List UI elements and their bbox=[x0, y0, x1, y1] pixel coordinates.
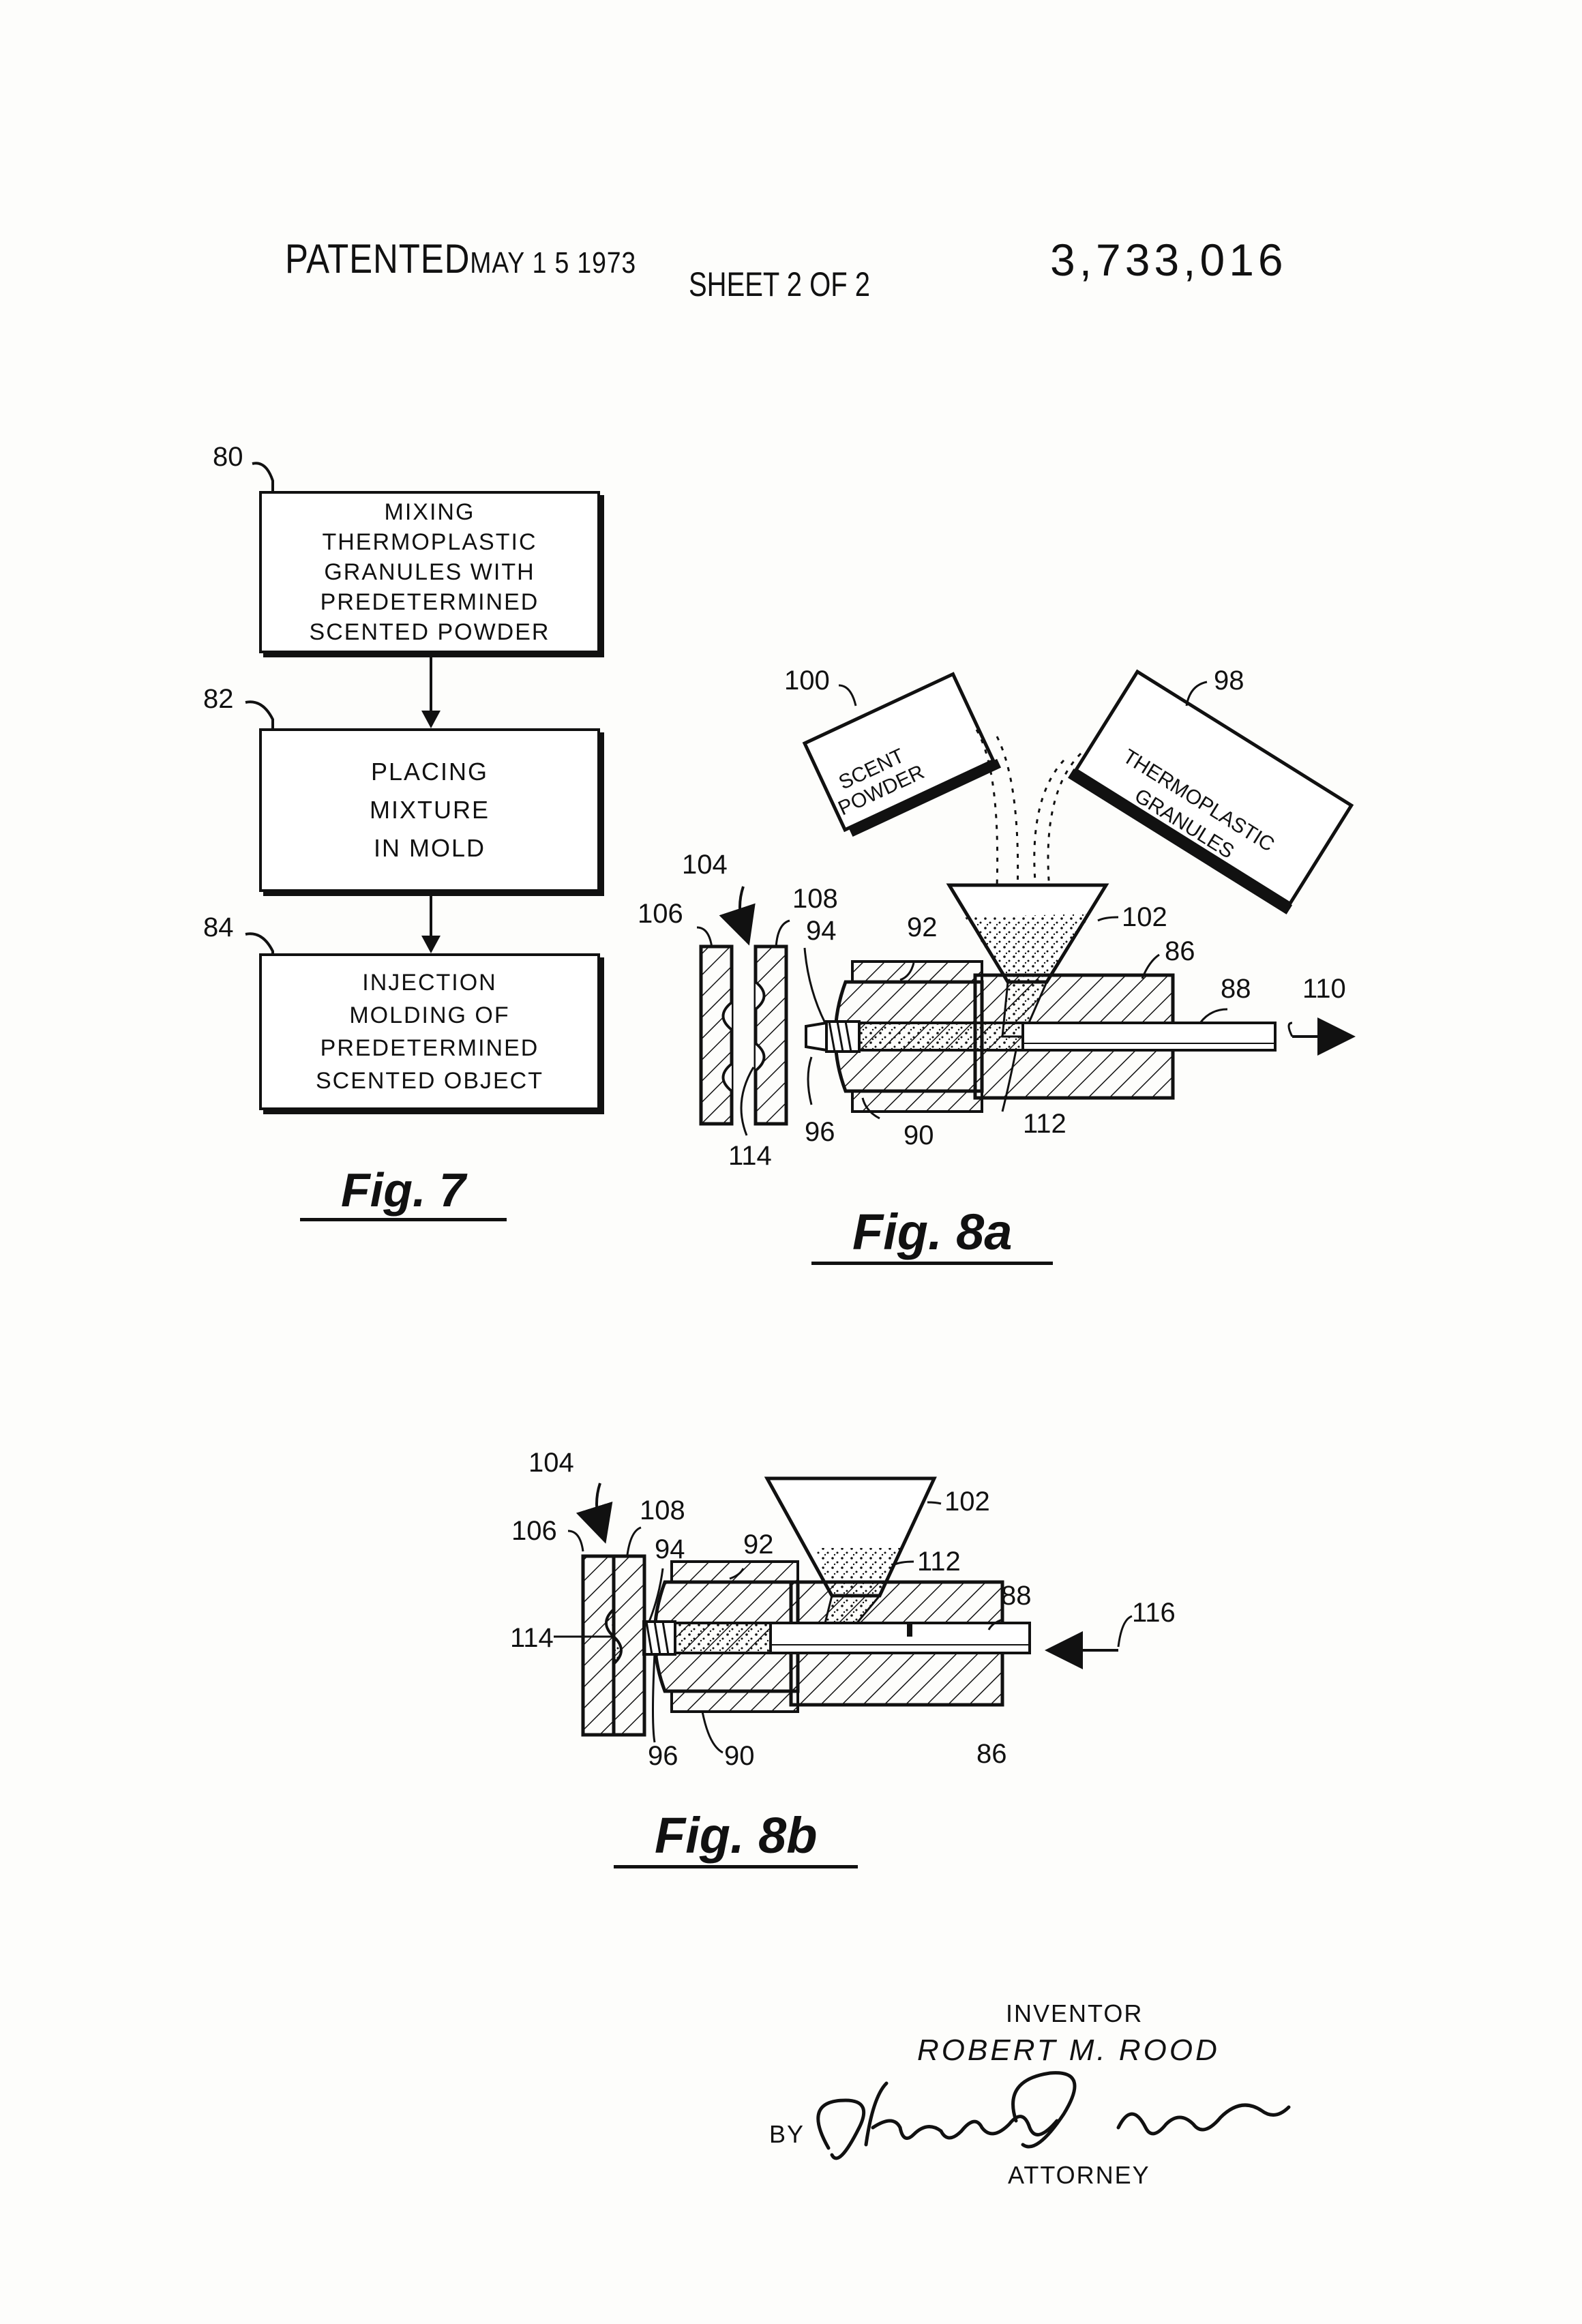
arrowhead-icon bbox=[421, 711, 441, 728]
ref-82: 82 bbox=[203, 685, 234, 713]
ref-108: 108 bbox=[640, 1497, 685, 1524]
ref-94: 94 bbox=[806, 917, 837, 944]
ref-92: 92 bbox=[743, 1531, 774, 1558]
ref-88: 88 bbox=[1221, 975, 1251, 1002]
ref-86: 86 bbox=[1165, 938, 1195, 965]
step-mixing-text: MIXING THERMOPLASTIC GRANULES WITH PREDE… bbox=[310, 497, 550, 647]
attorney-signature bbox=[818, 2073, 1289, 2158]
step-placing-box: PLACING MIXTURE IN MOLD bbox=[259, 728, 600, 892]
ref-80: 80 bbox=[213, 443, 243, 471]
ref-110: 110 bbox=[1302, 975, 1346, 1002]
ref-100: 100 bbox=[784, 667, 830, 694]
ref-92: 92 bbox=[907, 914, 938, 941]
attorney-label: ATTORNEY bbox=[1008, 2163, 1150, 2188]
by-label: BY bbox=[769, 2122, 805, 2147]
ref-98: 98 bbox=[1214, 667, 1244, 694]
ref-114: 114 bbox=[510, 1624, 554, 1652]
leader-80 bbox=[252, 463, 273, 493]
ref-112: 112 bbox=[917, 1548, 961, 1575]
inventor-label: INVENTOR bbox=[1006, 2001, 1143, 2026]
ref-104: 104 bbox=[682, 851, 728, 878]
ref-114: 114 bbox=[728, 1142, 772, 1170]
ref-106: 106 bbox=[511, 1517, 557, 1545]
ref-86: 86 bbox=[976, 1740, 1007, 1768]
ref-108: 108 bbox=[792, 885, 838, 912]
ref-94: 94 bbox=[655, 1536, 685, 1563]
ref-90: 90 bbox=[904, 1122, 934, 1149]
ref-90: 90 bbox=[724, 1742, 755, 1770]
step-injection-box: INJECTION MOLDING OF PREDETERMINED SCENT… bbox=[259, 953, 600, 1110]
ref-102: 102 bbox=[1122, 904, 1167, 931]
step-mixing-box: MIXING THERMOPLASTIC GRANULES WITH PREDE… bbox=[259, 491, 600, 653]
ref-88: 88 bbox=[1001, 1582, 1032, 1609]
ref-96: 96 bbox=[648, 1742, 678, 1770]
ref-106: 106 bbox=[638, 900, 683, 927]
fig7-caption: Fig. 7 bbox=[300, 1166, 507, 1221]
step-placing-text: PLACING MIXTURE IN MOLD bbox=[370, 753, 490, 867]
step-injection-text: INJECTION MOLDING OF PREDETERMINED SCENT… bbox=[316, 966, 543, 1097]
ref-116: 116 bbox=[1132, 1599, 1176, 1626]
fig8a-caption: Fig. 8a bbox=[811, 1207, 1053, 1265]
arrowhead-icon bbox=[421, 936, 441, 953]
fig8b-caption: Fig. 8b bbox=[614, 1811, 858, 1868]
ref-112: 112 bbox=[1023, 1110, 1066, 1137]
leader-82 bbox=[245, 702, 273, 732]
ref-102: 102 bbox=[944, 1488, 990, 1515]
inventor-name: ROBERT M. ROOD bbox=[917, 2036, 1220, 2066]
ref-84: 84 bbox=[203, 914, 234, 941]
ref-104: 104 bbox=[528, 1449, 574, 1476]
ref-96: 96 bbox=[805, 1118, 835, 1146]
